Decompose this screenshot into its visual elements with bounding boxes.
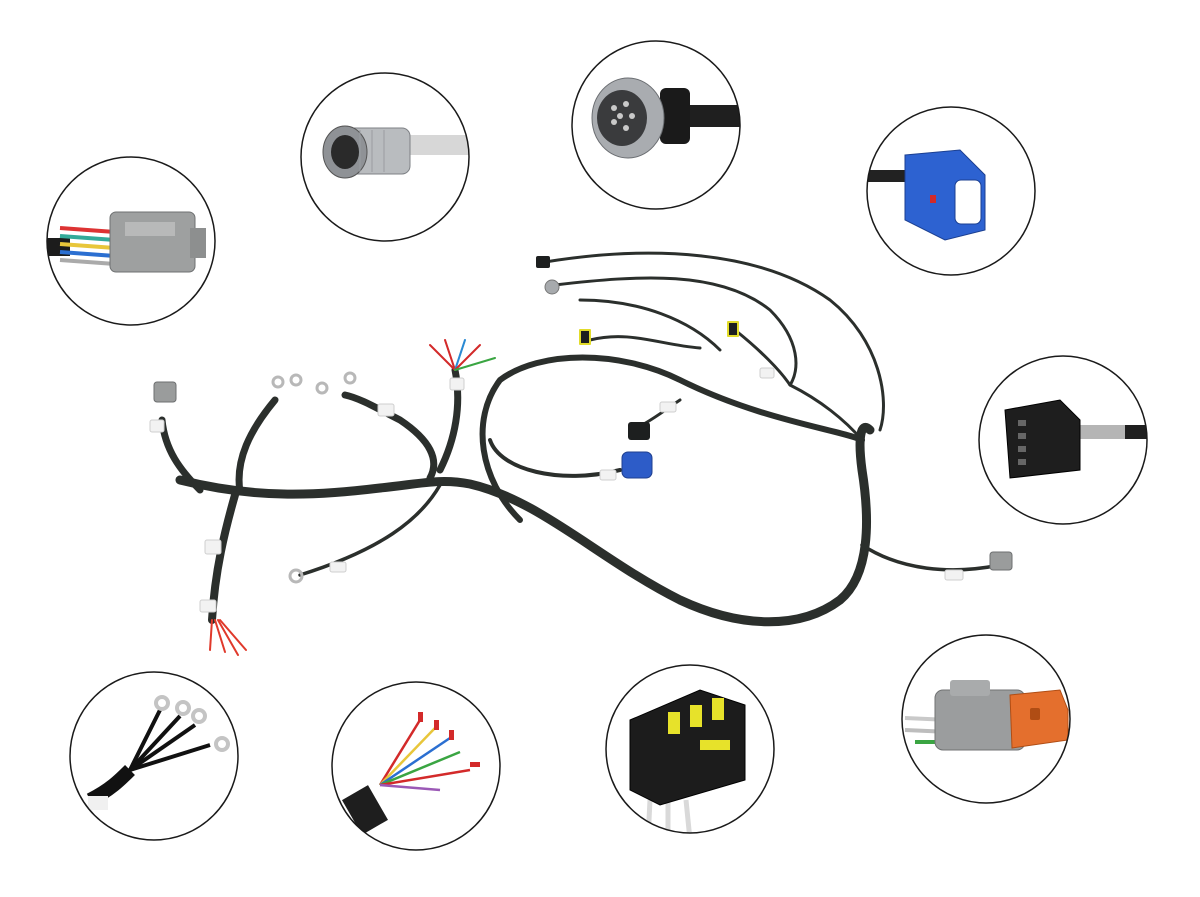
yellow-black-connector-small-2 bbox=[727, 321, 739, 337]
detail-circle-gray-connector bbox=[46, 156, 216, 326]
top-leads-1 bbox=[543, 251, 885, 432]
detail-circle-ring-terminals bbox=[69, 671, 239, 841]
small-gray-connector-right bbox=[989, 551, 1013, 571]
ring-terminal-icon bbox=[70, 672, 238, 840]
branch-ring-group bbox=[341, 391, 438, 482]
blue-connector-lead bbox=[488, 438, 622, 478]
detail-circle-knurled-connector bbox=[571, 40, 741, 210]
main-trunk bbox=[175, 423, 875, 627]
detail-circle-blue-connector bbox=[866, 106, 1036, 276]
superseal-connector-icon bbox=[606, 665, 774, 833]
ferrule-breakout-icon bbox=[332, 682, 500, 850]
detail-circle-metal-plug bbox=[300, 72, 470, 242]
yellow-black-connector-small-1 bbox=[579, 329, 591, 345]
top-leads-3 bbox=[578, 298, 722, 352]
thin-wire-ring bbox=[298, 483, 442, 577]
gray-rectangular-connector-icon bbox=[47, 157, 215, 325]
metal-circular-plug-icon bbox=[301, 73, 469, 241]
wire-harness bbox=[149, 251, 1013, 656]
detail-circle-superseal bbox=[605, 664, 775, 834]
blue-sensor-connector-icon bbox=[867, 107, 1035, 275]
detail-circle-black-connector bbox=[978, 355, 1148, 525]
top-leads-5 bbox=[733, 328, 864, 442]
top-leads-2 bbox=[553, 276, 798, 387]
black-connector-small bbox=[628, 422, 650, 440]
lone-ring-terminal bbox=[288, 568, 304, 584]
small-metal-connector-top bbox=[544, 279, 560, 295]
black-4pin-connector-icon bbox=[979, 356, 1147, 524]
small-black-connector-top bbox=[536, 256, 550, 268]
top-leads-4 bbox=[588, 335, 702, 350]
small-gray-connector-left bbox=[153, 381, 177, 403]
red-wires-bottom bbox=[209, 619, 247, 656]
detail-circle-dt-orange bbox=[901, 634, 1071, 804]
ferrule-fan-top bbox=[429, 339, 496, 371]
dt-orange-wedge-connector-icon bbox=[902, 635, 1070, 803]
knurled-circular-connector-icon bbox=[572, 41, 740, 209]
ring-terminals-top bbox=[271, 371, 357, 395]
detail-circle-ferrules bbox=[331, 681, 501, 851]
label-sleeves bbox=[149, 367, 964, 613]
blue-connector-small bbox=[621, 451, 653, 479]
branch-ring-pair bbox=[235, 396, 279, 496]
right-exit-lead bbox=[860, 543, 1002, 572]
loop-blue-connector bbox=[479, 354, 865, 523]
